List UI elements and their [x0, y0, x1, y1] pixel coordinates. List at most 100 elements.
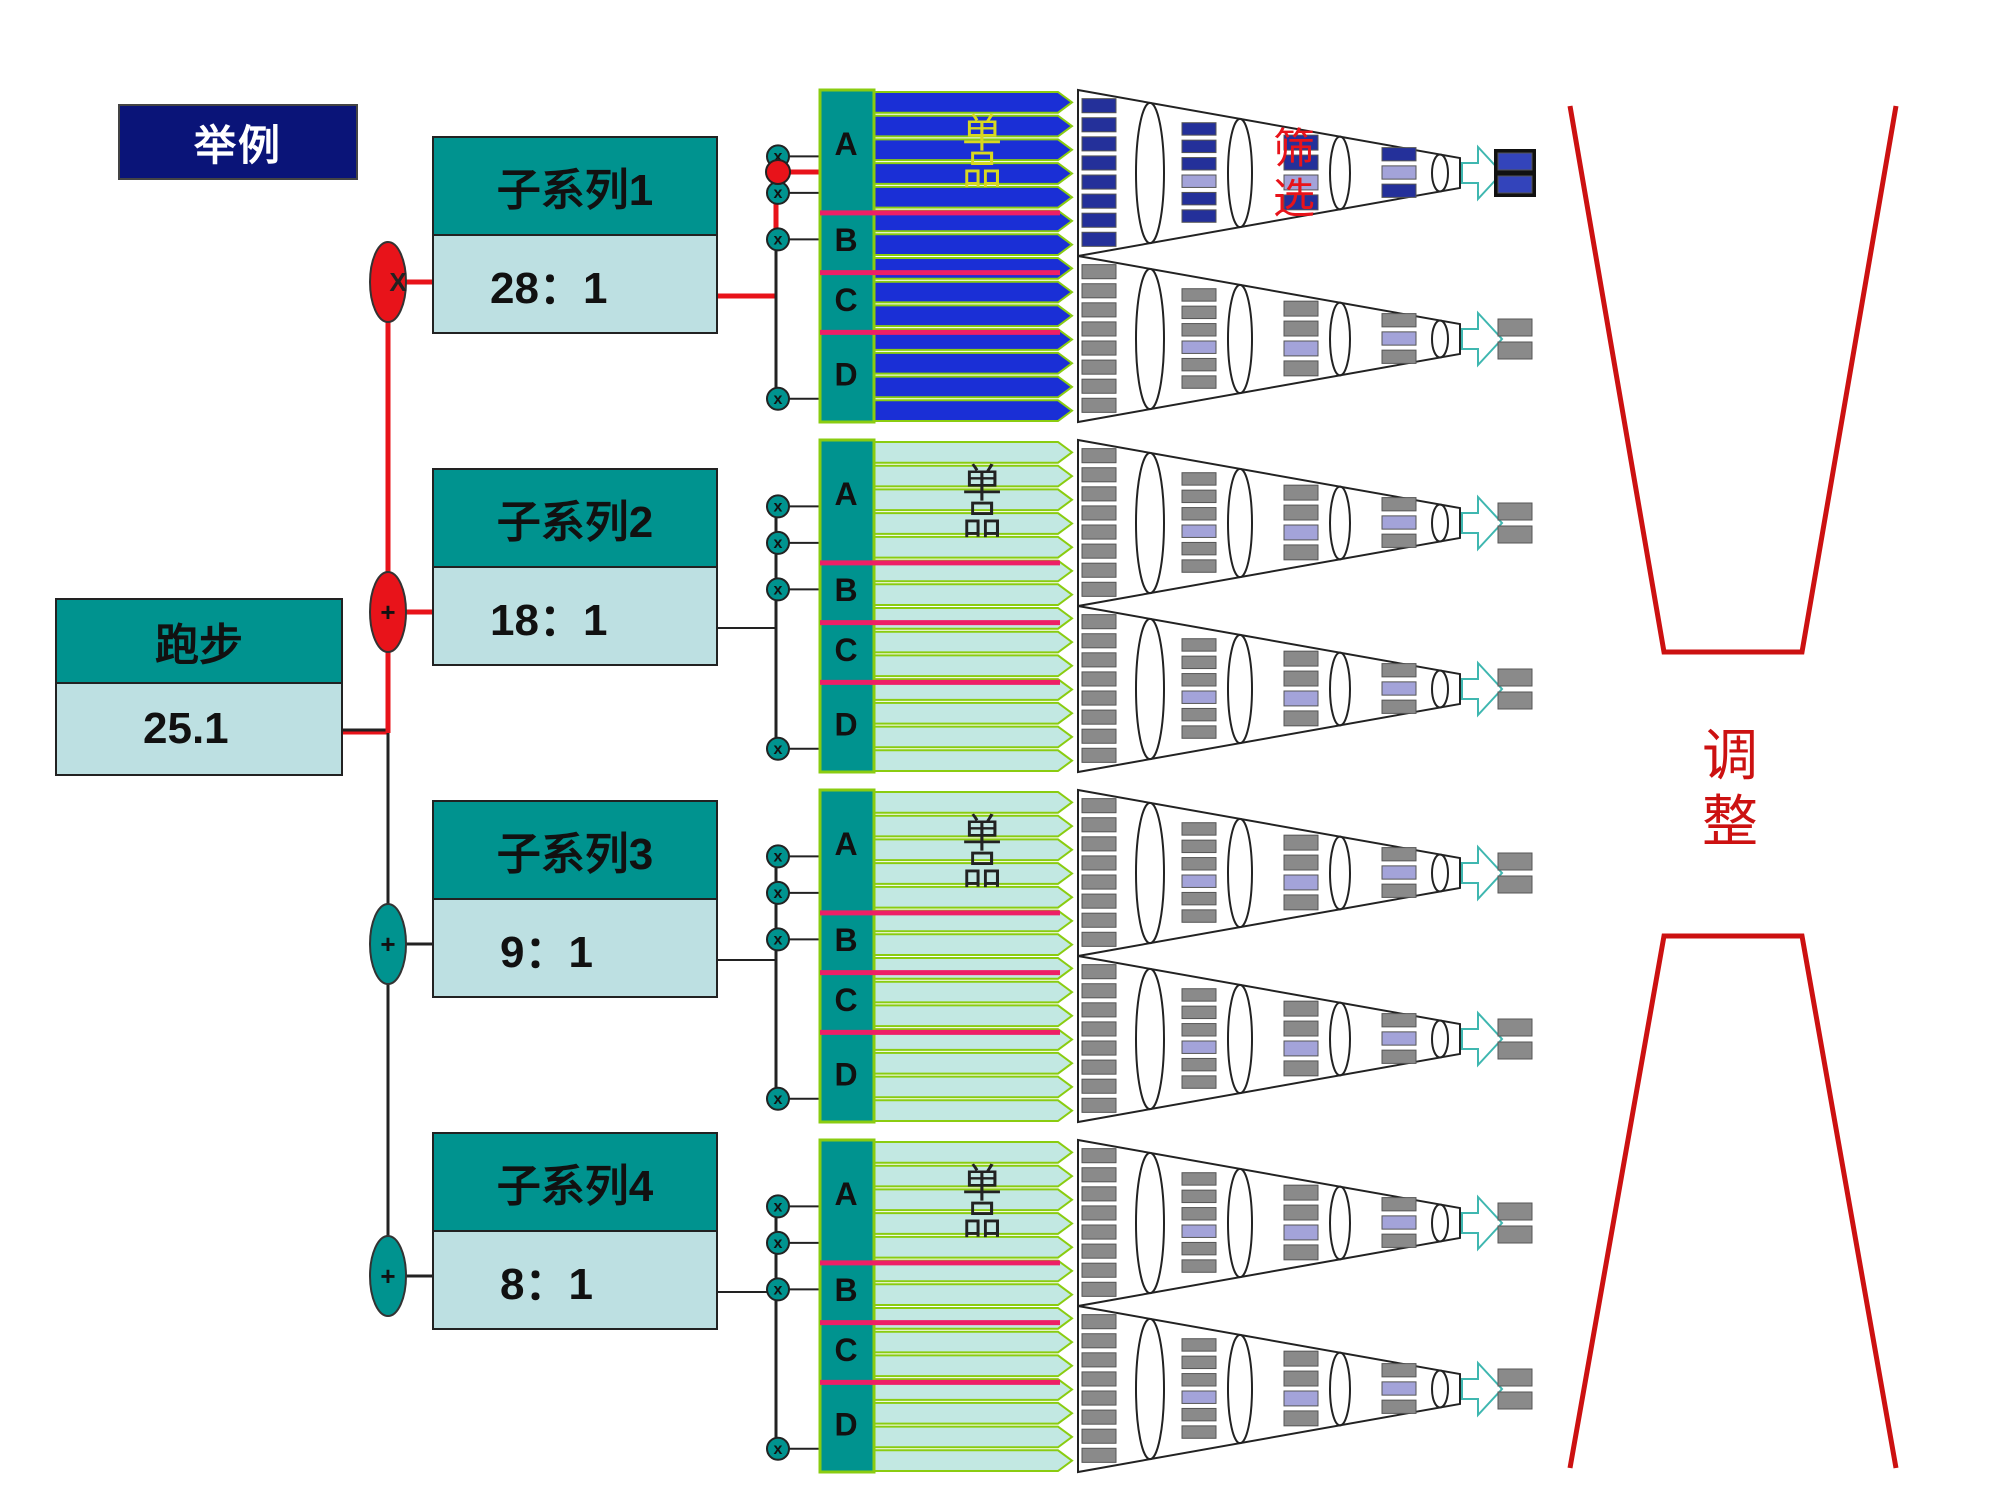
series-4-funnel-2-cell [1381, 1399, 1417, 1414]
series-1-funnel-1-cell [1381, 165, 1417, 180]
series-3-funnel-1-cell [1081, 836, 1117, 852]
series-3-funnel-1-cell [1381, 865, 1417, 880]
series-3-funnel-2-cell [1181, 1040, 1217, 1054]
series-4-funnel-1-result-cell [1497, 1225, 1533, 1244]
series-3-group-B-label: B [834, 922, 857, 958]
series-1-funnel-1-cell [1181, 209, 1217, 223]
series-2-item-label-2: 品 [962, 499, 1002, 543]
series-3-funnel-1-result-cell [1497, 852, 1533, 871]
series-1-funnel-1-ring [1227, 117, 1253, 229]
root-value: 25.1 [55, 682, 343, 776]
series-1-item-arrow [873, 375, 1074, 399]
series-2-group-A-label: A [834, 476, 857, 512]
root-name: 跑步 [55, 598, 343, 684]
series-2-funnel-2-cell [1081, 671, 1117, 687]
series-4-funnel-1-cell [1283, 1224, 1319, 1241]
series-2-connector-node [369, 571, 407, 653]
series-3-funnel-2-cell [1181, 1075, 1217, 1089]
series-2-funnel-1-cell [1081, 505, 1117, 521]
series-1-item-arrow [873, 280, 1074, 304]
series-4-funnel-2-ring [1135, 1317, 1165, 1461]
series-3-funnel-2-cell [1283, 1040, 1319, 1057]
series-2-item-arrow [873, 607, 1074, 630]
series-1-connector-symbol: X [389, 267, 407, 297]
series-1-funnel-1-result-cell [1497, 152, 1533, 171]
series-3-marker-symbol: x [774, 932, 783, 949]
series-2-funnel-2-cell [1181, 690, 1217, 704]
series-3-group-B-block [818, 911, 876, 975]
series-2-funnel-2-cell [1181, 655, 1217, 670]
series-1-funnel-1-ring [1135, 101, 1165, 245]
series-2-item-arrow [873, 749, 1074, 772]
series-2-funnel-1-cell [1081, 581, 1117, 597]
series-1-funnel-2-cell [1283, 300, 1319, 317]
series-2-funnel-1-cell [1181, 559, 1217, 573]
series-1-funnel-1-cell [1181, 139, 1217, 154]
series-2-funnel-1-cell [1081, 562, 1117, 578]
series-3-funnel-1-cell [1181, 857, 1217, 871]
series-3-funnel-2-cell [1181, 988, 1217, 1002]
series-2-funnel-1-ring [1329, 485, 1351, 561]
series-3-funnel-2-ring [1135, 967, 1165, 1111]
series-2-funnel-2-outline [1077, 604, 1461, 774]
series-1-funnel-2-cell [1283, 360, 1319, 377]
series-3-funnel-2-cell [1381, 1049, 1417, 1064]
series-3-funnel-1-cell [1081, 912, 1117, 928]
series-4-funnel-2-cell [1283, 1370, 1319, 1387]
series-3-group-A-block [818, 788, 876, 915]
series-2-funnel-2-cell [1081, 728, 1117, 744]
series-3-item-arrow [873, 933, 1074, 956]
series-3-ratio: 9：1 [432, 898, 718, 998]
series-4-funnel-1-cell [1181, 1241, 1217, 1256]
series-4-funnel-1-cell [1181, 1224, 1217, 1238]
series-2-funnel-1-ring [1431, 503, 1449, 543]
series-3-marker-node [766, 880, 790, 905]
series-3-marker-node [766, 1086, 790, 1111]
series-1-funnel-2-cell [1283, 340, 1319, 357]
series-4-funnel-1-result-cell [1497, 1202, 1533, 1221]
series-4-funnel-1-cell [1181, 1259, 1217, 1273]
series-1-funnel-2-ring [1227, 283, 1253, 395]
series-3-item-arrow [873, 1099, 1074, 1122]
series-4-funnel-2-cell [1081, 1333, 1117, 1349]
series-1-name: 子系列1 [432, 136, 718, 236]
series-1-funnel-2-cell [1381, 331, 1417, 346]
series-1-item-label-1: 单 [962, 112, 1002, 156]
series-4-group-D-label: D [834, 1407, 857, 1443]
series-1-funnel-1-cell [1283, 154, 1319, 171]
series-2-funnel-1-result-cell [1497, 525, 1533, 544]
series-4-funnel-1-ring [1227, 1167, 1253, 1279]
series-1-funnel-2-cell [1081, 378, 1117, 394]
series-3-funnel-2-cell [1283, 1060, 1319, 1077]
series-2-funnel-2-cell [1381, 681, 1417, 696]
series-3-funnel-1-cell [1181, 891, 1217, 906]
series-2-funnel-1-cell [1283, 484, 1319, 501]
series-1-funnel-1-cell [1081, 155, 1117, 171]
series-4-item-label-1: 单 [962, 1162, 1002, 1206]
series-2-funnel-2-cell [1283, 690, 1319, 707]
series-3-item-arrow [873, 957, 1074, 980]
series-1-funnel-2-cell [1081, 340, 1117, 356]
series-3-funnel-1-cell [1081, 931, 1117, 947]
series-4-group-B-label: B [834, 1272, 857, 1308]
series-1-active-marker [765, 159, 791, 185]
series-1-funnel-2-ring [1135, 267, 1165, 411]
series-2-funnel-2-cell [1181, 725, 1217, 739]
series-2-funnel-2-cell [1081, 709, 1117, 725]
series-4-funnel-1-cell [1081, 1224, 1117, 1240]
series-4-group-C-label: C [834, 1332, 857, 1368]
series-4-funnel-2-ring [1329, 1351, 1351, 1427]
series-4-funnel-1-cell [1381, 1215, 1417, 1230]
series-2-funnel-1-cell [1381, 497, 1417, 512]
series-1-funnel-1-cell [1181, 174, 1217, 188]
series-2-funnel-1-result-cell [1497, 502, 1533, 521]
series-3-funnel-2-cell [1381, 1031, 1417, 1046]
series-3-funnel-2-cell [1081, 1021, 1117, 1037]
series-2-funnel-2-ring [1135, 617, 1165, 761]
series-1-funnel-2-cell [1081, 283, 1117, 299]
series-3-marker-symbol: x [774, 885, 783, 902]
series-4-funnel-1-cell [1181, 1172, 1217, 1186]
series-1-group-C-label: C [834, 282, 857, 318]
series-2-funnel-1-output-arrow [1461, 494, 1504, 552]
series-3-connector-node [369, 903, 407, 985]
